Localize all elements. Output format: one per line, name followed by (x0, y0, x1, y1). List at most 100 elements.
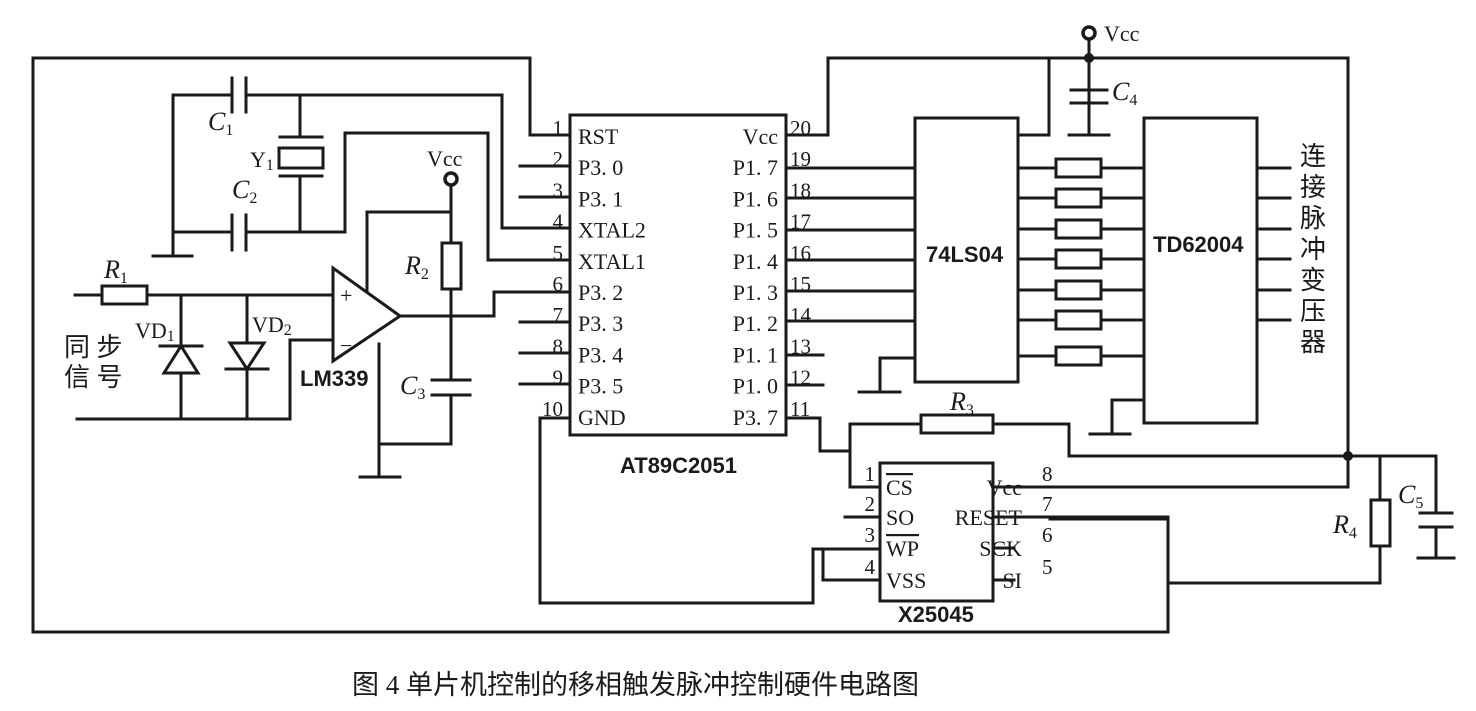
resistor (1054, 187, 1103, 209)
mcu-pin-name: P3. 2 (578, 280, 623, 305)
watchdog-pin-number: 2 (865, 492, 876, 516)
mcu-pin-number: 13 (790, 334, 811, 358)
vcc-rail: Vcc C4 (1018, 21, 1350, 458)
c3-label: C3 (400, 371, 425, 403)
vcc-terminal-icon (1081, 25, 1097, 41)
watchdog-name: X25045 (898, 602, 974, 627)
mcu-pin-number: 8 (553, 334, 564, 358)
pulse-transformer-char: 压 (1300, 297, 1326, 326)
resistor-r1 (100, 284, 149, 306)
mcu-pin-number: 18 (790, 178, 811, 202)
vd1-label: VD1 (135, 318, 175, 345)
y1-label: Y1 (250, 147, 274, 174)
mcu-pin-number: 2 (553, 147, 564, 171)
mcu-pin-name: P1. 6 (733, 186, 778, 211)
mcu-pin-name: XTAL1 (578, 249, 646, 274)
mcu-pin-number: 10 (542, 397, 563, 421)
r2-label: R2 (404, 251, 429, 283)
mcu-pin-number: 12 (790, 366, 811, 390)
mcu-pin-name: P3. 5 (578, 374, 623, 399)
c1-label: C1 (208, 107, 233, 139)
watchdog-pin-name: CS (886, 475, 913, 500)
mcu-pin-name: P1. 5 (733, 218, 778, 243)
mcu-pin-name: RST (578, 124, 619, 149)
pulse-transformer-char: 冲 (1300, 235, 1326, 264)
mcu-pin-name: P1. 1 (733, 342, 778, 367)
resistor-r4 (1369, 498, 1392, 548)
mcu-pin-name: GND (578, 405, 626, 430)
outer-feedback-wire (31, 56, 1170, 634)
mcu-pin-number: 6 (553, 272, 564, 296)
vcc-label-left: Vcc (427, 146, 463, 171)
resistor (1054, 157, 1103, 179)
mcu-pin-name: P1. 2 (733, 311, 778, 336)
inverter-name: 74LS04 (926, 242, 1004, 267)
r3-label: R3 (949, 387, 974, 419)
mcu-pin-number: 9 (553, 366, 564, 390)
mcu-pin-number: 5 (553, 241, 564, 265)
resistor-r2 (440, 241, 463, 291)
mcu-pin-name: P1. 4 (733, 249, 778, 274)
mcu-pin-name: P3. 7 (733, 405, 778, 430)
mcu-pin-number: 11 (790, 397, 810, 421)
vd2-label: VD2 (252, 312, 292, 339)
crystal-oscillator: C1 C2 Y1 (151, 76, 512, 262)
c5-label: C5 (1398, 480, 1423, 512)
sync-input-section: R1 VD1 VD2 同 步 信 号 + − LM339 (64, 210, 512, 479)
resistor (1054, 279, 1103, 301)
sync-signal-label-1: 同 步 (64, 333, 123, 362)
watchdog-pin-name: VSS (886, 568, 926, 593)
junction-dot (1084, 53, 1094, 63)
watchdog-pin-number: 8 (1042, 462, 1053, 486)
watchdog-pin-number: 7 (1042, 492, 1053, 516)
vcc-label-top: Vcc (1104, 21, 1140, 46)
mcu-pin-name: P3. 4 (578, 342, 623, 367)
mcu-pin-number: 19 (790, 147, 811, 171)
crystal-y1 (277, 146, 325, 170)
watchdog-pin-name: SO (886, 505, 914, 530)
watchdog-pin-name: Vcc (987, 475, 1023, 500)
plus-sign: + (340, 283, 352, 308)
pulse-transformer-char: 连 (1300, 142, 1326, 171)
inverter-74ls04: 74LS04 (857, 116, 1020, 394)
watchdog-pin-name: SCK (979, 536, 1022, 561)
mcu-pin-name: P3. 1 (578, 186, 623, 211)
watchdog-pin-name: SI (1002, 568, 1022, 593)
mcu-pin-number: 17 (790, 210, 811, 234)
r4-label: R4 (1332, 510, 1357, 542)
mcu-pin-name: P1. 3 (733, 280, 778, 305)
watchdog-pin-number: 4 (865, 555, 876, 579)
resistor-array (1016, 157, 1146, 367)
watchdog-pin-number: 1 (865, 462, 876, 486)
mcu-pin-name: P3. 0 (578, 155, 623, 180)
resistor (1054, 218, 1103, 240)
vcc-terminal-icon (443, 171, 459, 187)
driver-name: TD62004 (1153, 232, 1244, 257)
figure-caption: 图 4 单片机控制的移相触发脉冲控制硬件电路图 (352, 670, 919, 700)
mcu-pin-number: 16 (790, 241, 811, 265)
mcu-name: AT89C2051 (620, 453, 737, 478)
watchdog-pin-number: 5 (1042, 555, 1053, 579)
r1-label: R1 (103, 255, 128, 287)
diode-vd2 (227, 341, 267, 372)
mcu-pin-name: P1. 0 (733, 374, 778, 399)
mcu-pin-number: 4 (553, 210, 564, 234)
resistor (1054, 248, 1103, 270)
comparator-lm339 (331, 265, 403, 364)
resistor (1054, 309, 1103, 331)
watchdog-pin-name: RESET (955, 505, 1023, 530)
pullup-section: Vcc R2 C3 (377, 146, 472, 446)
resistor (1054, 345, 1103, 367)
resistor-r3 (919, 413, 995, 435)
diode-vd1 (161, 343, 201, 375)
mcu-pin-number: 14 (790, 303, 812, 327)
watchdog-section: R3 X25045 1CS2SO3WP4VSS8Vcc7RESET6SCK5SI… (821, 387, 1456, 627)
c4-label: C4 (1112, 77, 1137, 109)
minus-sign: − (340, 333, 352, 358)
mcu-pin-name: P3. 3 (578, 311, 623, 336)
pulse-transformer-char: 器 (1300, 328, 1326, 357)
watchdog-pin-number: 3 (865, 523, 876, 547)
